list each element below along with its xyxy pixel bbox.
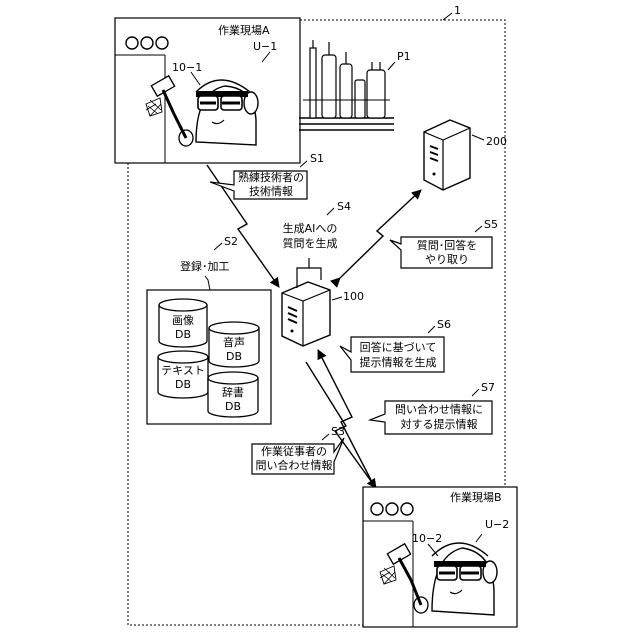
s3-step: S3 <box>331 426 345 438</box>
db-audio-line2: DB <box>209 350 259 363</box>
site-b-title: 作業現場B <box>450 491 502 504</box>
s5-step: S5 <box>484 219 498 231</box>
db-image-line2: DB <box>159 328 207 341</box>
s1-line2: 技術情報 <box>236 185 306 199</box>
server-200-ref: 200 <box>486 136 507 148</box>
server-200-icon <box>424 120 484 190</box>
db-dict-line2: DB <box>208 400 258 413</box>
server-100-ref: 100 <box>343 291 364 303</box>
s5-line2: やり取り <box>403 253 491 267</box>
s1-line1: 熟練技術者の <box>236 171 306 185</box>
s6-step: S6 <box>437 319 451 331</box>
s6-line1: 回答に基づいて <box>353 341 443 355</box>
plant-illustration <box>299 40 395 130</box>
s7-line1: 問い合わせ情報に <box>387 403 491 417</box>
db-image-line1: 画像 <box>159 314 207 327</box>
db-audio-line1: 音声 <box>209 336 259 349</box>
s7-step: S7 <box>481 382 495 394</box>
system-ref-label: 1 <box>454 5 461 17</box>
db-text-line2: DB <box>158 378 208 391</box>
glasses-b-ref: 10−2 <box>412 533 442 545</box>
user-a-ref: U−1 <box>253 41 277 53</box>
user-b-ref: U−2 <box>485 519 509 531</box>
s3-line2: 問い合わせ情報 <box>254 459 334 473</box>
s4-step: S4 <box>337 201 351 213</box>
s2-caption: 登録･加工 <box>180 260 230 273</box>
server-100-icon <box>282 282 342 346</box>
s5-line1: 質問･回答を <box>403 239 491 253</box>
plant-ref: P1 <box>397 51 411 63</box>
s2-step: S2 <box>224 236 238 248</box>
s7-line2: 対する提示情報 <box>387 418 491 432</box>
s4-line1: 生成AIへの <box>268 222 352 236</box>
s6-line2: 提示情報を生成 <box>353 356 443 370</box>
site-a-title: 作業現場A <box>218 24 270 37</box>
glasses-a-ref: 10−1 <box>172 62 202 74</box>
s4-line2: 質問を生成 <box>268 237 352 251</box>
s3-line1: 作業従事者の <box>254 445 334 459</box>
db-dict-line1: 辞書 <box>208 386 258 399</box>
db-text-line1: テキスト <box>158 364 208 377</box>
s1-step: S1 <box>310 153 324 165</box>
